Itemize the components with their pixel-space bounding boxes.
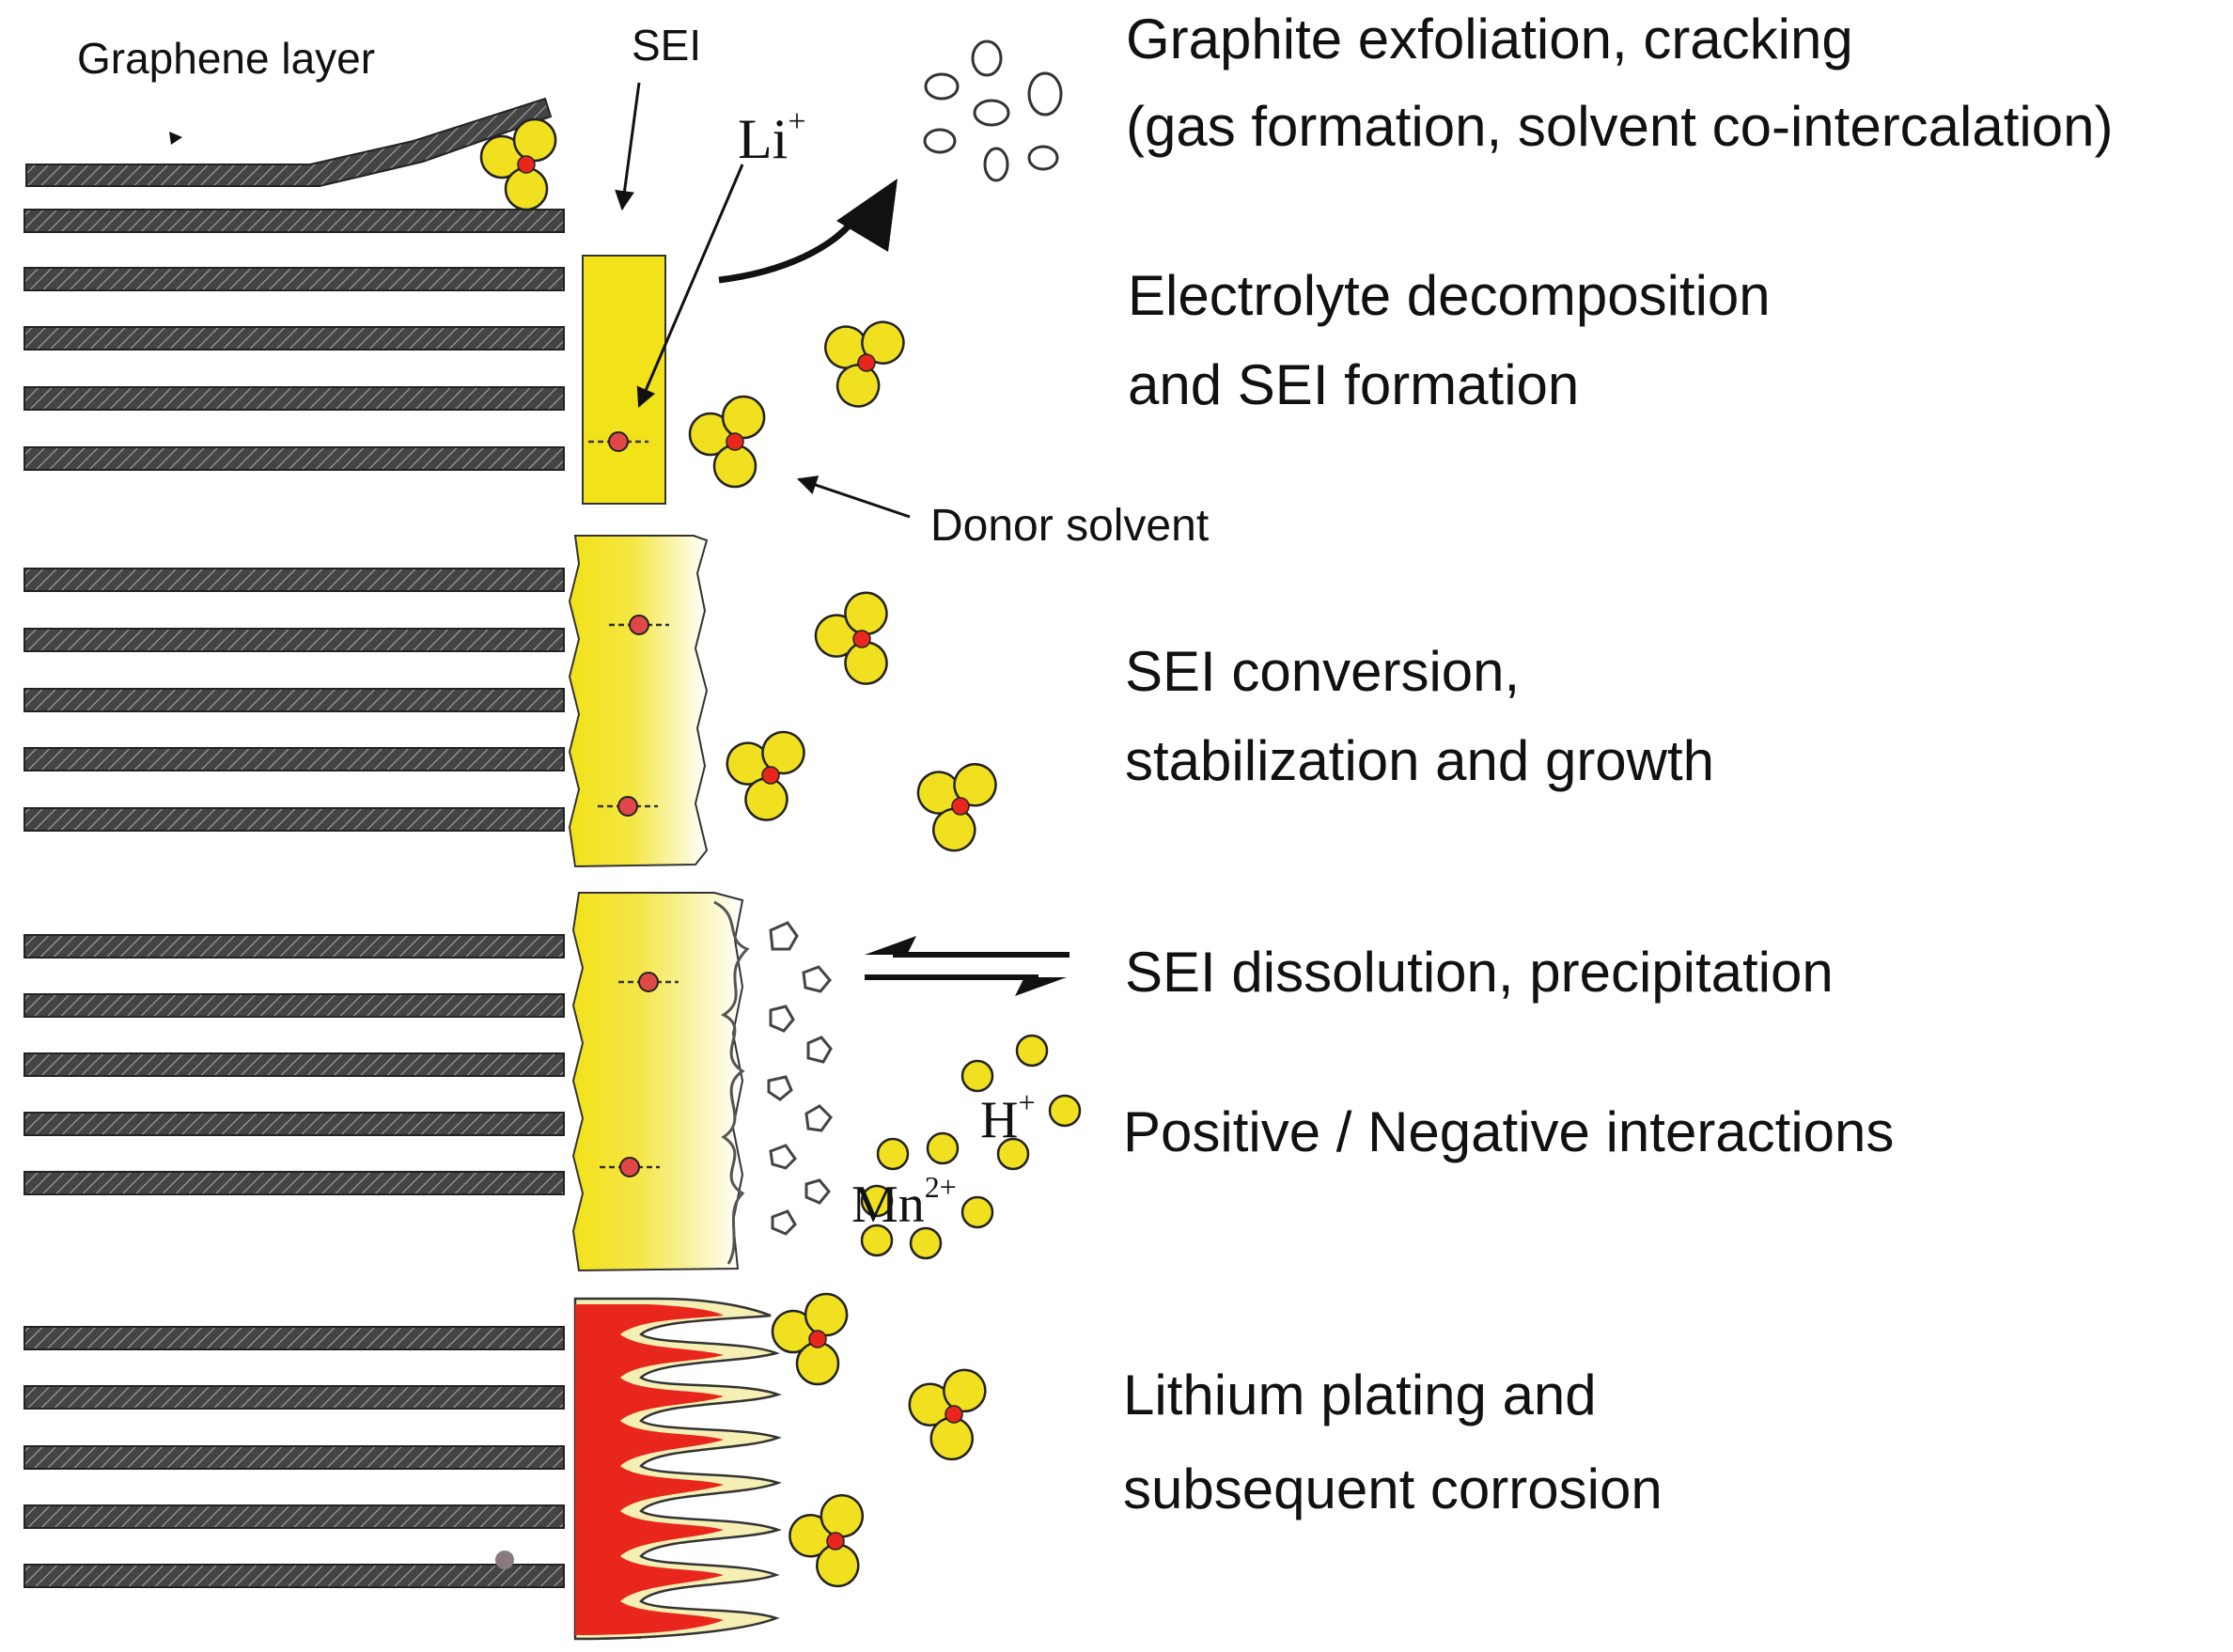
gas-bubbles: [923, 39, 1063, 182]
graphene-sheet: [23, 1112, 565, 1136]
graphene-sheet: [23, 1385, 565, 1410]
lithium-plating-region: [573, 1297, 782, 1641]
sei-precipitates: [767, 921, 833, 1236]
sei-label: SEI: [632, 21, 701, 70]
desc-exfoliation-line2: (gas formation, solvent co-intercalation…: [1126, 95, 2113, 158]
graphene-sheet: [23, 993, 565, 1018]
graphene-sheet: [23, 688, 565, 712]
desc-dissolution: SEI dissolution, precipitation: [1125, 941, 1834, 1004]
graphene-sheet: [23, 1564, 565, 1588]
solvent-molecule: [771, 1292, 849, 1386]
graphene-sheet: [23, 807, 565, 832]
sei-arrow: [615, 82, 641, 211]
li-ion: [600, 1157, 660, 1177]
solvent-molecule: [479, 117, 557, 211]
li-ion: [609, 615, 669, 635]
sei-dissolution-edge: [713, 900, 750, 1265]
desc-decomposition-line2: and SEI formation: [1128, 353, 1579, 416]
li-ion-group: [588, 431, 679, 1177]
donor-solvent-arrow: [797, 475, 911, 519]
desc-conversion-line1: SEI conversion,: [1125, 640, 1520, 703]
metal-ion-particle: [926, 1131, 960, 1165]
metal-ion-particle: [876, 1137, 910, 1171]
graphene-sheet: [23, 1504, 565, 1529]
graphene-sheet: [23, 1326, 565, 1350]
desc-plating-line2: subsequent corrosion: [1123, 1457, 1663, 1520]
li-ion: [618, 972, 679, 992]
mn-ion-label: Mn2+: [851, 1170, 957, 1234]
graphene-sheet: [23, 747, 565, 771]
graphene-sheet: [23, 1171, 565, 1195]
graphene-sheet: [23, 446, 565, 471]
graphene-sheet: [23, 934, 565, 958]
sei-layer-grown: [568, 535, 709, 868]
solvent-molecule: [688, 395, 766, 489]
desc-decomposition-line1: Electrolyte decomposition: [1128, 264, 1771, 327]
solvent-molecule: [726, 730, 805, 821]
graphene-sheet: [23, 568, 565, 592]
exfoliating-graphene-layer: [25, 97, 553, 187]
sei-layer-dissolving: [571, 892, 744, 1272]
solvent-molecule: [814, 591, 888, 685]
desc-interactions: Positive / Negative interactions: [1123, 1100, 1894, 1163]
li-ion: [588, 431, 648, 452]
metal-ion-particle: [860, 1223, 894, 1257]
desc-conversion-line2: stabilization and growth: [1125, 729, 1714, 792]
graphene-layer-label: Graphene layer: [77, 34, 375, 83]
donor-solvent-molecules: [479, 117, 1082, 1588]
metal-ion-particle: [1015, 1034, 1049, 1068]
solvent-molecule: [908, 1368, 987, 1461]
graphene-sheet: [23, 267, 565, 291]
metal-ion-particle: [996, 1137, 1030, 1171]
metal-ion-particle: [860, 1184, 894, 1218]
solvent-molecule: [789, 1494, 865, 1588]
graphene-sheet: [23, 1052, 565, 1077]
graphene-layer-pointer: [169, 132, 182, 145]
solvent-molecule: [916, 762, 997, 852]
desc-exfoliation-line1: Graphite exfoliation, cracking: [1126, 8, 1853, 70]
graphene-sheet: [23, 209, 565, 233]
equilibrium-arrows: [865, 936, 1070, 996]
metal-ion-particle: [960, 1195, 994, 1229]
graphene-sheet: [23, 326, 565, 351]
metal-ion-particle: [960, 1059, 994, 1093]
metal-ion-particle: [1048, 1094, 1082, 1128]
li-ion: [598, 796, 658, 817]
solvent-molecule: [824, 320, 905, 408]
graphene-sheet: [23, 628, 565, 652]
graphene-sheet: [23, 386, 565, 411]
li-ion-label: Li+: [738, 104, 806, 170]
desc-plating-line1: Lithium plating and: [1123, 1364, 1597, 1426]
sei-layer-thin: [582, 255, 666, 505]
graphite-layers: [23, 209, 565, 1588]
donor-solvent-label: Donor solvent: [930, 501, 1209, 551]
h-ion-label: H+: [980, 1085, 1036, 1149]
metal-ion-particle: [909, 1226, 943, 1260]
graphene-sheet: [23, 1445, 565, 1470]
li-arrow: [636, 164, 744, 408]
gas-formation-arrowhead: [836, 179, 898, 252]
graphite-particle: [495, 1551, 514, 1569]
